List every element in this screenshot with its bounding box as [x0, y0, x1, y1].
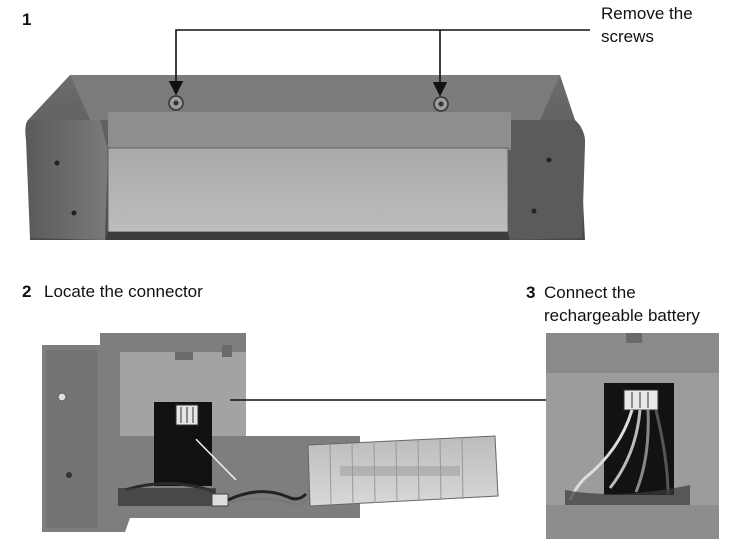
step-3-caption-line-1: Connect the: [544, 283, 636, 302]
step-1-caption-line-2: screws: [601, 27, 654, 46]
step-1-caption-line-1: Remove the: [601, 4, 693, 23]
step-3-caption-line-2: rechargeable battery: [544, 306, 700, 325]
step-3-number: 3: [526, 283, 536, 302]
screw-left-arrow: [168, 29, 590, 96]
step-1-number: 1: [22, 10, 32, 29]
device-bottom-photo: [25, 75, 586, 240]
step-2-number: 2: [22, 282, 32, 301]
connector-arrow: [185, 428, 237, 481]
rechargeable-battery-pack: [307, 435, 499, 507]
step-2-caption: Locate the connector: [44, 282, 203, 301]
connected-battery-photo: [546, 333, 719, 539]
